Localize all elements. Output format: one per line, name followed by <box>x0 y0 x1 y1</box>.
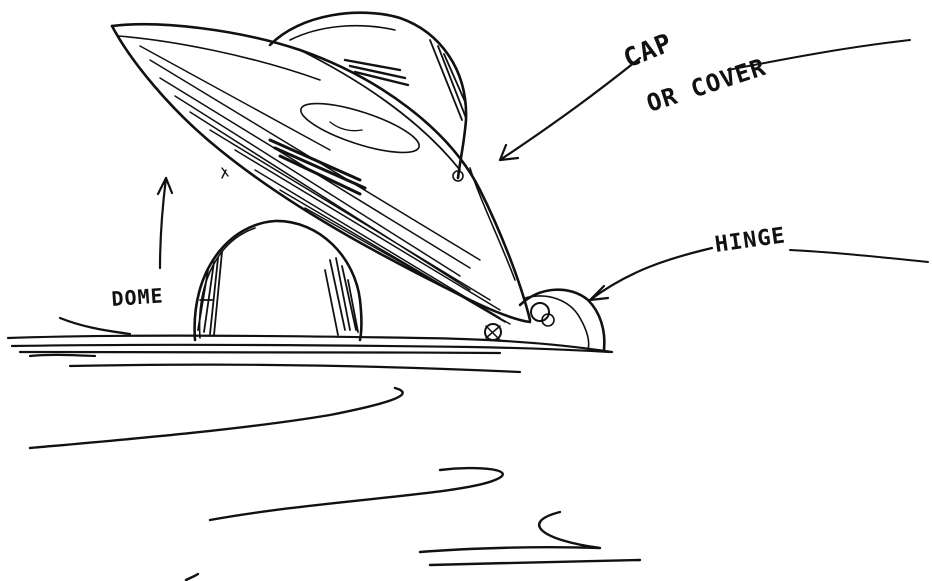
hinge-label-tail <box>790 250 928 262</box>
annotation-arrows <box>158 58 712 300</box>
cap-arrow <box>500 58 640 160</box>
label-dome: DOME <box>111 283 165 311</box>
label-cap-line1: CAP <box>619 28 677 75</box>
label-hinge: HINGE <box>713 223 787 258</box>
dome-arrow <box>160 178 166 268</box>
cap-cover-shape <box>112 13 530 324</box>
label-cap-line2: OR COVER <box>643 53 769 118</box>
terrain-strokes <box>30 388 640 580</box>
dome-shape <box>195 221 362 340</box>
hinge-arrow <box>590 248 712 300</box>
ground-lines <box>8 318 612 372</box>
